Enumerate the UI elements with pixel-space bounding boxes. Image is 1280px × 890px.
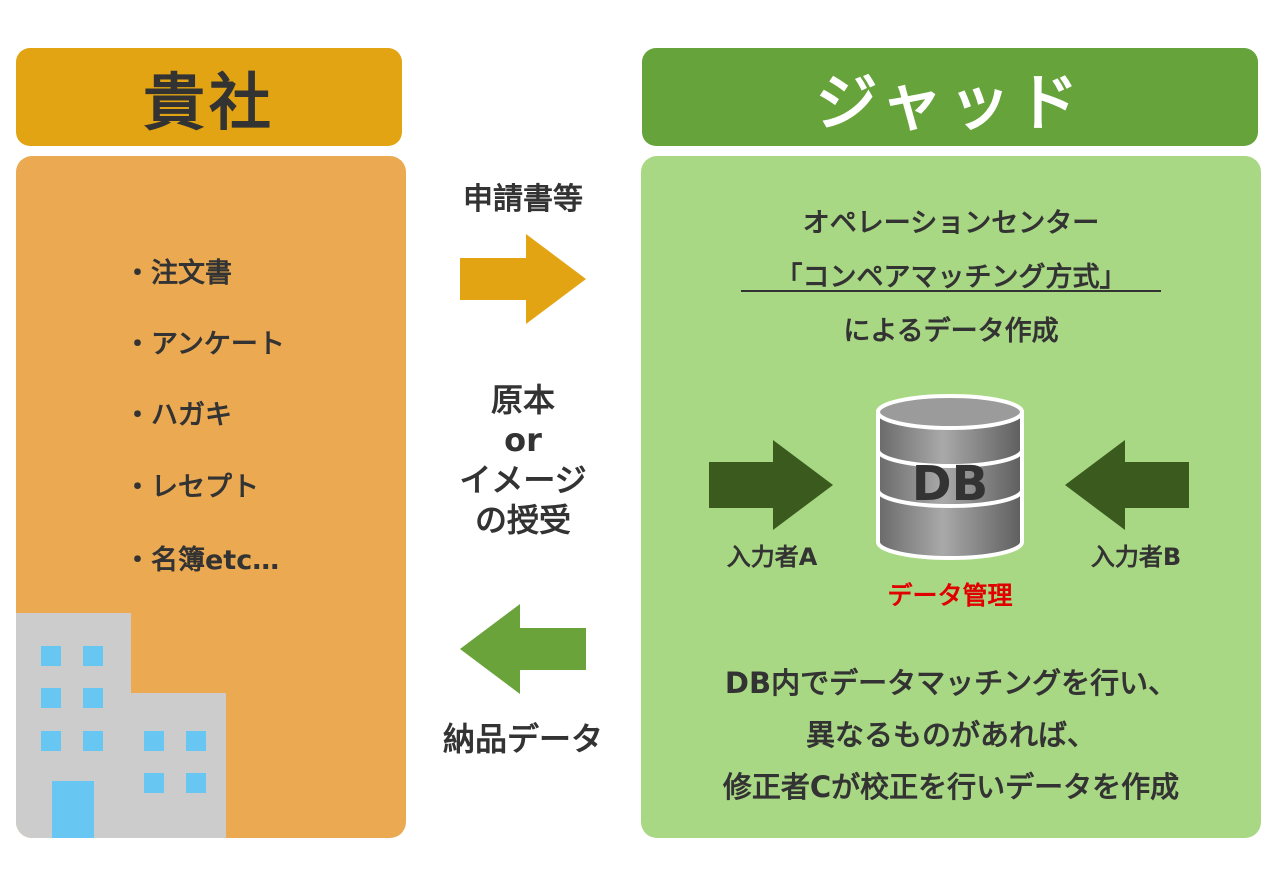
flow-middle-line-4: の授受 bbox=[474, 501, 571, 539]
description-line-2: 異なるものがあれば、 bbox=[805, 718, 1096, 752]
jad-header: ジャッド bbox=[642, 48, 1258, 146]
flow-middle-label: 原本 or イメージ の授受 bbox=[418, 380, 628, 540]
database-label: DB bbox=[911, 456, 989, 512]
arrow-left-icon bbox=[460, 604, 586, 694]
input-arrow-a-icon bbox=[709, 440, 833, 530]
database-icon bbox=[876, 394, 1024, 560]
client-panel: ・注文書 ・アンケート ・ハガキ ・レセプト ・名簿etc… bbox=[16, 156, 406, 838]
data-management-label: データ管理 bbox=[887, 581, 1013, 610]
building-icon bbox=[16, 613, 226, 838]
operation-line-3: によるデータ作成 bbox=[843, 316, 1059, 347]
input-a-label: 入力者A bbox=[726, 543, 818, 571]
jad-panel: オペレーションセンター 「コンペアマッチング方式」 によるデータ作成 DB 入力… bbox=[641, 156, 1261, 838]
arrow-right-icon bbox=[460, 234, 586, 324]
client-title: 貴社 bbox=[142, 66, 275, 139]
input-arrow-b-icon bbox=[1065, 440, 1189, 530]
operation-line-1: オペレーションセンター bbox=[802, 208, 1100, 239]
document-item-postcard: ・ハガキ bbox=[124, 400, 232, 431]
client-header: 貴社 bbox=[16, 48, 402, 146]
document-item-receipt: ・レセプト bbox=[124, 472, 259, 503]
operation-line-2: 「コンペアマッチング方式」 bbox=[775, 262, 1127, 293]
flow-top-label: 申請書等 bbox=[463, 182, 583, 217]
flow-middle-line-1: 原本 bbox=[490, 381, 555, 419]
description-line-1: DB内でデータマッチングを行い、 bbox=[724, 666, 1178, 700]
jad-title: ジャッド bbox=[815, 66, 1085, 139]
document-item-order: ・注文書 bbox=[124, 258, 232, 289]
input-b-label: 入力者B bbox=[1090, 543, 1182, 571]
flow-bottom-label: 納品データ bbox=[442, 720, 603, 758]
operation-divider bbox=[741, 290, 1161, 292]
flow-middle-line-3: イメージ bbox=[459, 461, 587, 499]
description-line-3: 修正者Cが校正を行いデータを作成 bbox=[722, 770, 1180, 804]
document-item-list: ・名簿etc… bbox=[124, 545, 280, 576]
flow-middle-line-2: or bbox=[504, 421, 542, 459]
document-item-survey: ・アンケート bbox=[124, 329, 285, 360]
